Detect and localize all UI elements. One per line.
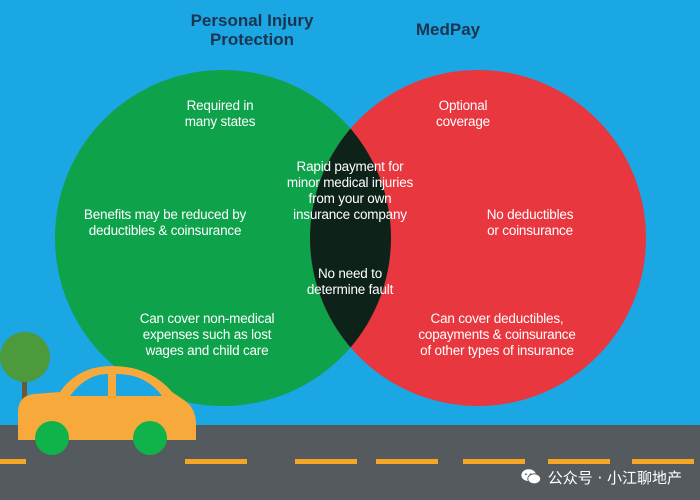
overlap-text-rapid-payment: Rapid payment for minor medical injuries… (286, 159, 414, 222)
pip-text-required: Required in many states (184, 98, 256, 129)
medpay-text-optional: Optional coverage (436, 98, 490, 129)
tree-icon (0, 332, 50, 426)
watermark: 公众号 · 小江聊地产 (520, 466, 682, 488)
pip-text-deductibles: Benefits may be reduced by deductibles &… (83, 207, 247, 238)
medpay-circle (310, 70, 646, 406)
watermark-text: 公众号 · 小江聊地产 (547, 468, 682, 487)
medpay-title: MedPay (415, 20, 481, 39)
pip-text-non-medical: Can cover non-medical expenses such as l… (139, 311, 275, 358)
car-icon (18, 366, 196, 455)
lane-markings (0, 459, 694, 464)
wechat-icon (521, 469, 541, 485)
pip-circle (55, 70, 391, 406)
overlap-text-no-fault: No need to determine fault (306, 266, 394, 297)
pip-title: Personal Injury Protection (190, 11, 314, 49)
medpay-text-no-deductibles: No deductibles or coinsurance (486, 207, 574, 238)
medpay-text-cover-deductibles: Can cover deductibles, copayments & coin… (418, 311, 576, 358)
